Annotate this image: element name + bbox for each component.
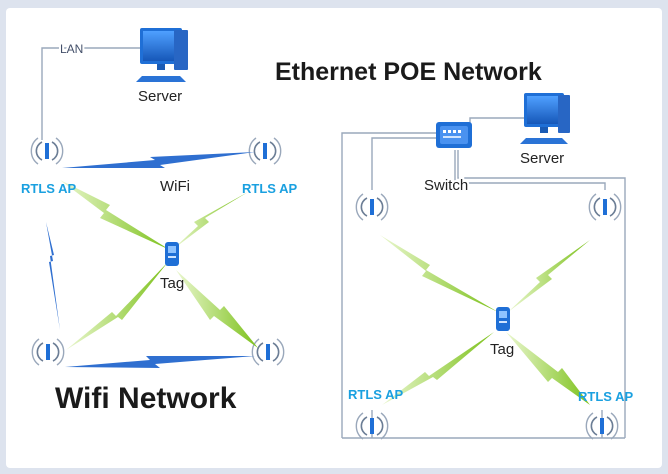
server-label: Server [138, 88, 182, 105]
switch-icon [436, 122, 472, 148]
rtls-ap-label: RTLS AP [21, 181, 76, 196]
access-point-icon [251, 338, 285, 366]
access-point-icon [355, 412, 389, 440]
lan-label: LAN [60, 42, 83, 56]
tag-icon [165, 242, 179, 266]
signal-bolt [60, 180, 170, 250]
lan-cable [41, 47, 140, 140]
tag-icon [496, 307, 510, 331]
rtls-ap-label: RTLS AP [578, 389, 633, 404]
switch-label: Switch [424, 177, 468, 194]
access-point-icon [31, 338, 65, 366]
signal-bolt [172, 192, 248, 250]
wifi-network-title: Wifi Network [55, 382, 237, 415]
wifi-network-diagram: LAN Server [21, 28, 297, 415]
tag-label: Tag [160, 275, 184, 292]
access-point-icon [588, 193, 622, 221]
signal-bolt [380, 235, 498, 312]
wifi-link-bolt [65, 356, 255, 368]
wifi-link-bolt [46, 222, 60, 330]
access-point-icon [355, 193, 389, 221]
tag-label: Tag [490, 341, 514, 358]
signal-bolt [66, 262, 168, 350]
server-icon [136, 28, 188, 82]
server-label: Server [520, 150, 564, 167]
rtls-ap-label: RTLS AP [348, 387, 403, 402]
rtls-ap-label: RTLS AP [242, 181, 297, 196]
access-point-icon [585, 412, 619, 440]
access-point-icon [248, 137, 282, 165]
wifi-link-bolt [62, 152, 255, 168]
signal-bolt [176, 270, 258, 348]
diagram-frame [6, 8, 662, 468]
wifi-label: WiFi [160, 178, 190, 195]
signal-bolt [506, 332, 590, 405]
signal-bolt [508, 240, 590, 312]
server-icon [520, 93, 570, 144]
access-point-icon [30, 137, 64, 165]
ethernet-network-diagram: Ethernet POE Network [275, 58, 633, 440]
ethernet-network-title: Ethernet POE Network [275, 58, 542, 86]
signal-bolt [382, 332, 494, 405]
